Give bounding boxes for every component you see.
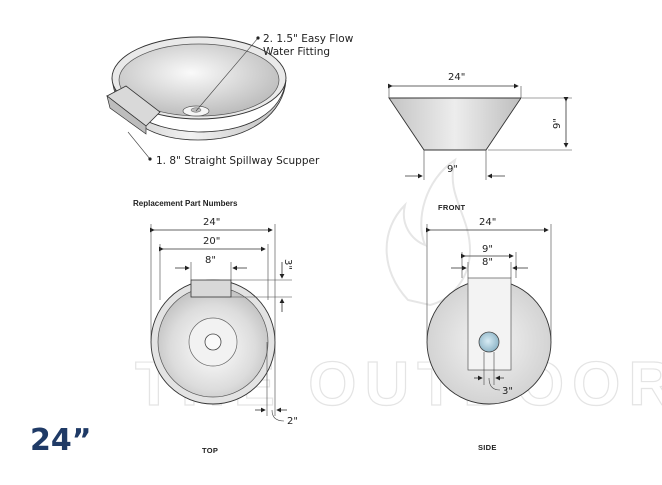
- fitting-leader: [195, 37, 259, 112]
- scupper-callout: 1. 8" Straight Spillway Scupper: [156, 155, 320, 167]
- front-caption: FRONT: [438, 203, 465, 212]
- side-view: [426, 224, 552, 405]
- side-scupper-label: 8": [482, 257, 493, 268]
- side-caption: SIDE: [478, 443, 497, 452]
- top-outer-label: 24": [203, 217, 220, 228]
- isometric-bowl-view: [106, 36, 287, 161]
- scupper-leader: [127, 131, 151, 160]
- size-label: 24”: [30, 423, 91, 458]
- top-rim-label: 2": [287, 416, 298, 427]
- front-base-label: 9": [447, 164, 458, 175]
- side-fitting: [478, 331, 500, 353]
- flame-watermark-icon: [385, 157, 472, 307]
- side-fitting-label: 3": [502, 386, 513, 397]
- top-view: [150, 224, 292, 422]
- side-scupper: [467, 277, 512, 371]
- fitting-callout-line1: 2. 1.5" Easy Flow: [263, 33, 354, 45]
- replacement-parts-header: Replacement Part Numbers: [133, 199, 238, 208]
- side-outer-label: 24": [479, 217, 496, 228]
- top-fitting-hole: [204, 333, 222, 351]
- top-scupper-label: 8": [205, 255, 216, 266]
- fitting-callout-line2: Water Fitting: [263, 46, 330, 58]
- side-opening-label: 9": [482, 244, 493, 255]
- top-scupper: [190, 279, 232, 298]
- front-bowl-profile: [388, 97, 522, 151]
- top-inner-label: 20": [203, 236, 220, 247]
- front-height-label: 9": [552, 118, 563, 129]
- top-depth-label: 3": [282, 259, 293, 270]
- front-view: [388, 83, 572, 180]
- front-width-label: 24": [448, 72, 465, 83]
- top-caption: TOP: [202, 446, 218, 455]
